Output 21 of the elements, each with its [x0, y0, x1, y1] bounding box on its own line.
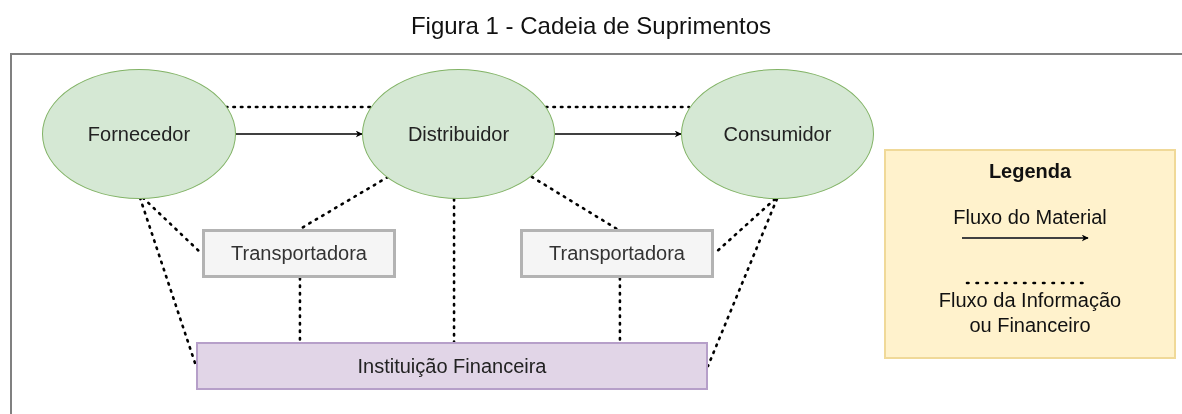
node-label: Transportadora — [231, 242, 367, 265]
arrow — [554, 130, 682, 138]
node-label: Fornecedor — [87, 122, 191, 146]
dotted-connector — [298, 276, 302, 344]
node-label: Transportadora — [549, 242, 685, 265]
process-box — [520, 229, 714, 278]
node-label: Distribuidor — [407, 122, 510, 146]
legend-label: Fluxo do Material — [953, 206, 1107, 228]
process-box — [202, 229, 396, 278]
arrow — [235, 130, 363, 138]
dotted-connector — [224, 105, 372, 109]
dotted-connector — [452, 197, 456, 344]
dotted-connector — [618, 276, 622, 344]
title: Figura 1 - Cadeia de Suprimentos — [410, 12, 772, 39]
node-label: Consumidor — [723, 122, 832, 146]
node-label: Instituição Financeira — [357, 354, 547, 378]
dotted-connector — [530, 175, 619, 231]
dotted-connector — [544, 105, 691, 109]
legend-label: Fluxo da Informação ou Financeiro — [938, 289, 1122, 336]
legend-title: Legenda — [988, 160, 1072, 182]
process-box — [196, 342, 708, 390]
